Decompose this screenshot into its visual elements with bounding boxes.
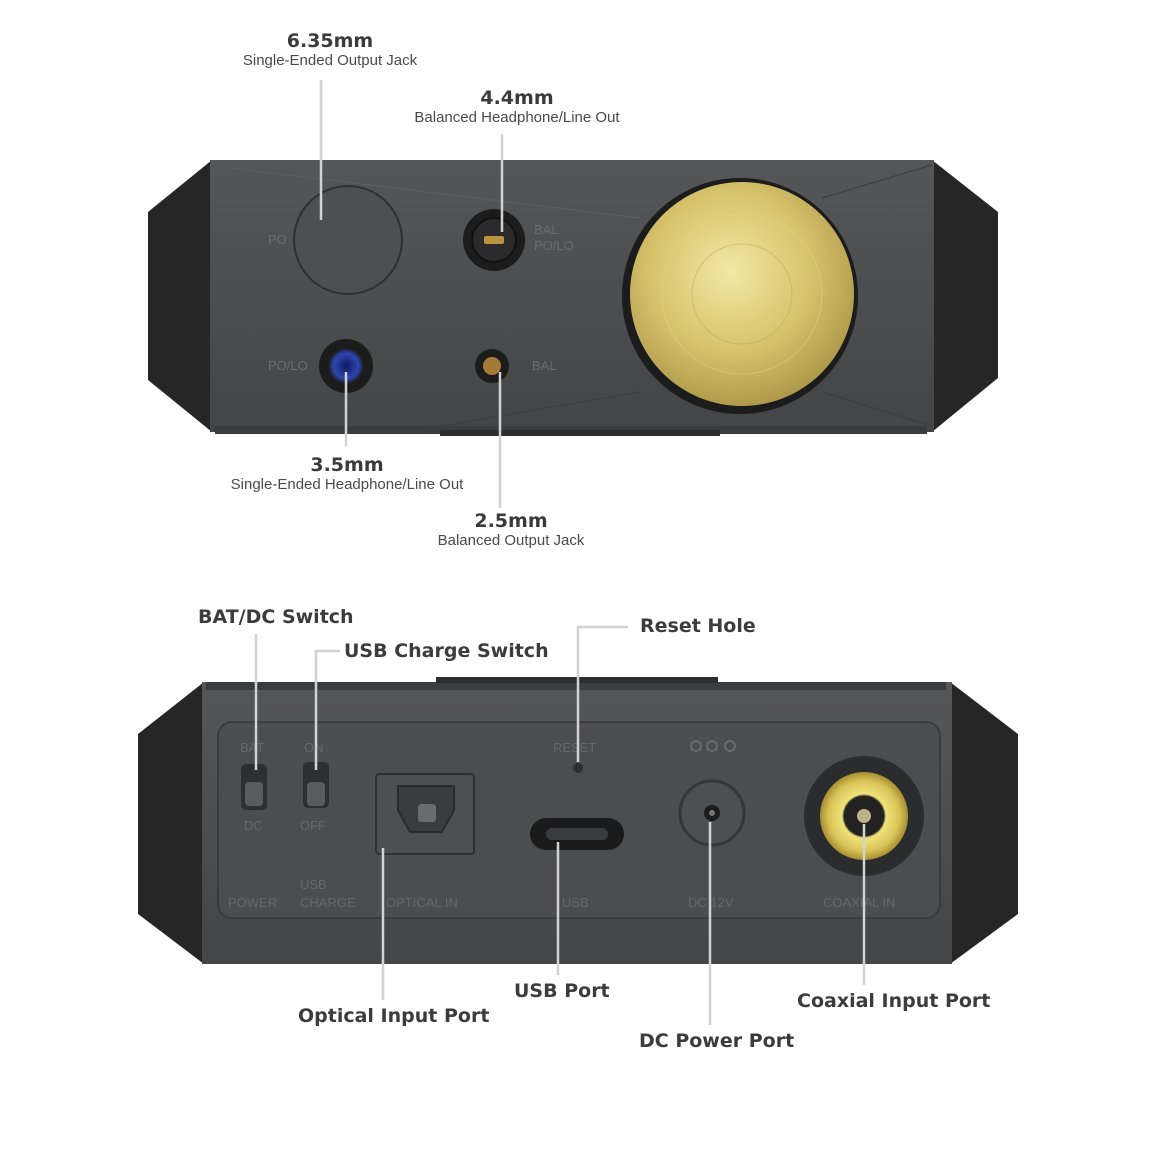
printed-optical-in: OPTICAL IN bbox=[386, 895, 458, 910]
rear-left-wing bbox=[138, 682, 204, 964]
callout-25: 2.5mm Balanced Output Jack bbox=[391, 510, 631, 550]
callout-coaxial-input-port: Coaxial Input Port bbox=[797, 990, 991, 1012]
callout-35-desc: Single-Ended Headphone/Line Out bbox=[230, 476, 464, 493]
reset-hole bbox=[573, 763, 583, 773]
printed-off: OFF bbox=[300, 818, 326, 833]
callout-44: 4.4mm Balanced Headphone/Line Out bbox=[376, 87, 658, 127]
leader-usb-charge bbox=[314, 649, 340, 770]
printed-reset: RESET bbox=[553, 740, 596, 755]
printed-on: ON bbox=[304, 740, 324, 755]
volume-knob bbox=[630, 182, 854, 406]
front-panel: PO BAL PO/LO PO/LO BAL bbox=[148, 80, 998, 508]
rear-right-wing bbox=[950, 682, 1018, 964]
printed-power: POWER bbox=[228, 895, 277, 910]
printed-usb-charge-2: CHARGE bbox=[300, 895, 356, 910]
printed-po: PO bbox=[268, 232, 287, 247]
callout-25-desc: Balanced Output Jack bbox=[437, 532, 585, 549]
leader-reset bbox=[576, 625, 628, 762]
printed-dc: DC bbox=[244, 818, 263, 833]
callout-optical-input-port: Optical Input Port bbox=[298, 1005, 490, 1027]
printed-coaxial-in: COAXIAL IN bbox=[823, 895, 895, 910]
printed-bat: BAT bbox=[240, 740, 264, 755]
printed-po-lo: PO/LO bbox=[268, 358, 308, 373]
callout-635-desc: Single-Ended Output Jack bbox=[242, 52, 418, 69]
callout-35-size: 3.5mm bbox=[310, 454, 384, 476]
callout-44-desc: Balanced Headphone/Line Out bbox=[414, 109, 620, 126]
printed-po-lo-bal: PO/LO bbox=[534, 238, 574, 253]
printed-bal-small: BAL bbox=[532, 358, 557, 373]
callout-635-size: 6.35mm bbox=[286, 30, 374, 52]
front-right-wing bbox=[932, 160, 998, 432]
callout-usb-charge-switch: USB Charge Switch bbox=[344, 640, 549, 662]
callout-reset-hole: Reset Hole bbox=[640, 615, 756, 637]
jack-635-port bbox=[293, 185, 403, 295]
front-left-wing bbox=[148, 160, 212, 432]
callout-35: 3.5mm Single-Ended Headphone/Line Out bbox=[206, 454, 488, 494]
callout-bat-dc-switch: BAT/DC Switch bbox=[198, 606, 354, 628]
polarity-icon bbox=[690, 740, 702, 752]
rear-knurl bbox=[206, 682, 946, 690]
callout-dc-power-port: DC Power Port bbox=[639, 1030, 795, 1052]
callout-44-size: 4.4mm bbox=[480, 87, 554, 109]
printed-bal: BAL bbox=[534, 222, 559, 237]
rear-panel: BAT DC ON OFF POWER USB CHARGE OPTICAL I… bbox=[138, 625, 1018, 1025]
callout-635: 6.35mm Single-Ended Output Jack bbox=[210, 30, 450, 70]
callout-usb-port: USB Port bbox=[514, 980, 610, 1002]
printed-usb-charge-1: USB bbox=[300, 877, 327, 892]
callout-25-size: 2.5mm bbox=[474, 510, 548, 532]
printed-usb: USB bbox=[562, 895, 589, 910]
